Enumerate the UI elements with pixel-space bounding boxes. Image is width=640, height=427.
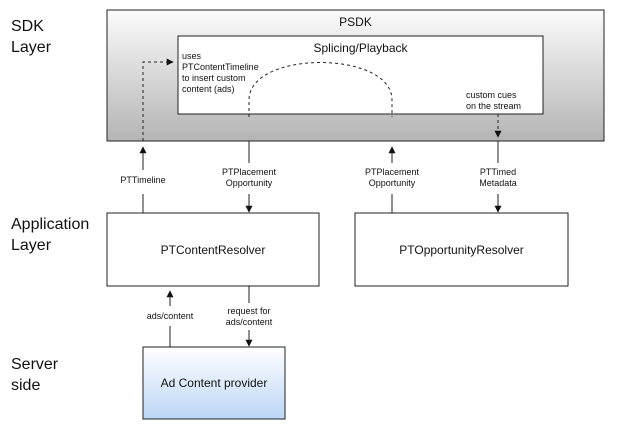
application-layer-label: Application Layer [11,216,90,254]
sdk-layer-label: SDK Layer [11,18,52,56]
splicing-playback-box [177,35,544,115]
opportunity-resolver-box [354,212,569,287]
server-side-label: Server side [11,356,59,394]
pttimeline-label: PTTimeline [110,175,176,186]
ad-provider-label: Ad Content provider [160,376,268,390]
pttimeline-dashed-path [142,58,174,141]
splicing-title: Splicing/Playback [313,41,408,55]
content-timeline-note: uses PTContentTimeline to insert custom … [182,51,259,94]
content-resolver-box [106,212,320,287]
content-resolver-label: PTContentResolver [160,242,266,257]
psdk-title: PSDK [339,15,372,29]
splice-arc [248,62,393,117]
custom-cues-note: custom cues on the stream [466,90,522,111]
ads-content-label: ads/content [139,311,201,322]
timed-metadata-label: PTTimed Metadata [466,167,530,189]
opportunity-resolver-label: PTOpportunityResolver [399,242,524,257]
placement-right-label: PTPlacement Opportunity [355,167,429,189]
placement-left-label: PTPlacement Opportunity [212,167,286,189]
request-label: request for ads/content [216,306,282,328]
ad-provider-box [142,346,286,420]
